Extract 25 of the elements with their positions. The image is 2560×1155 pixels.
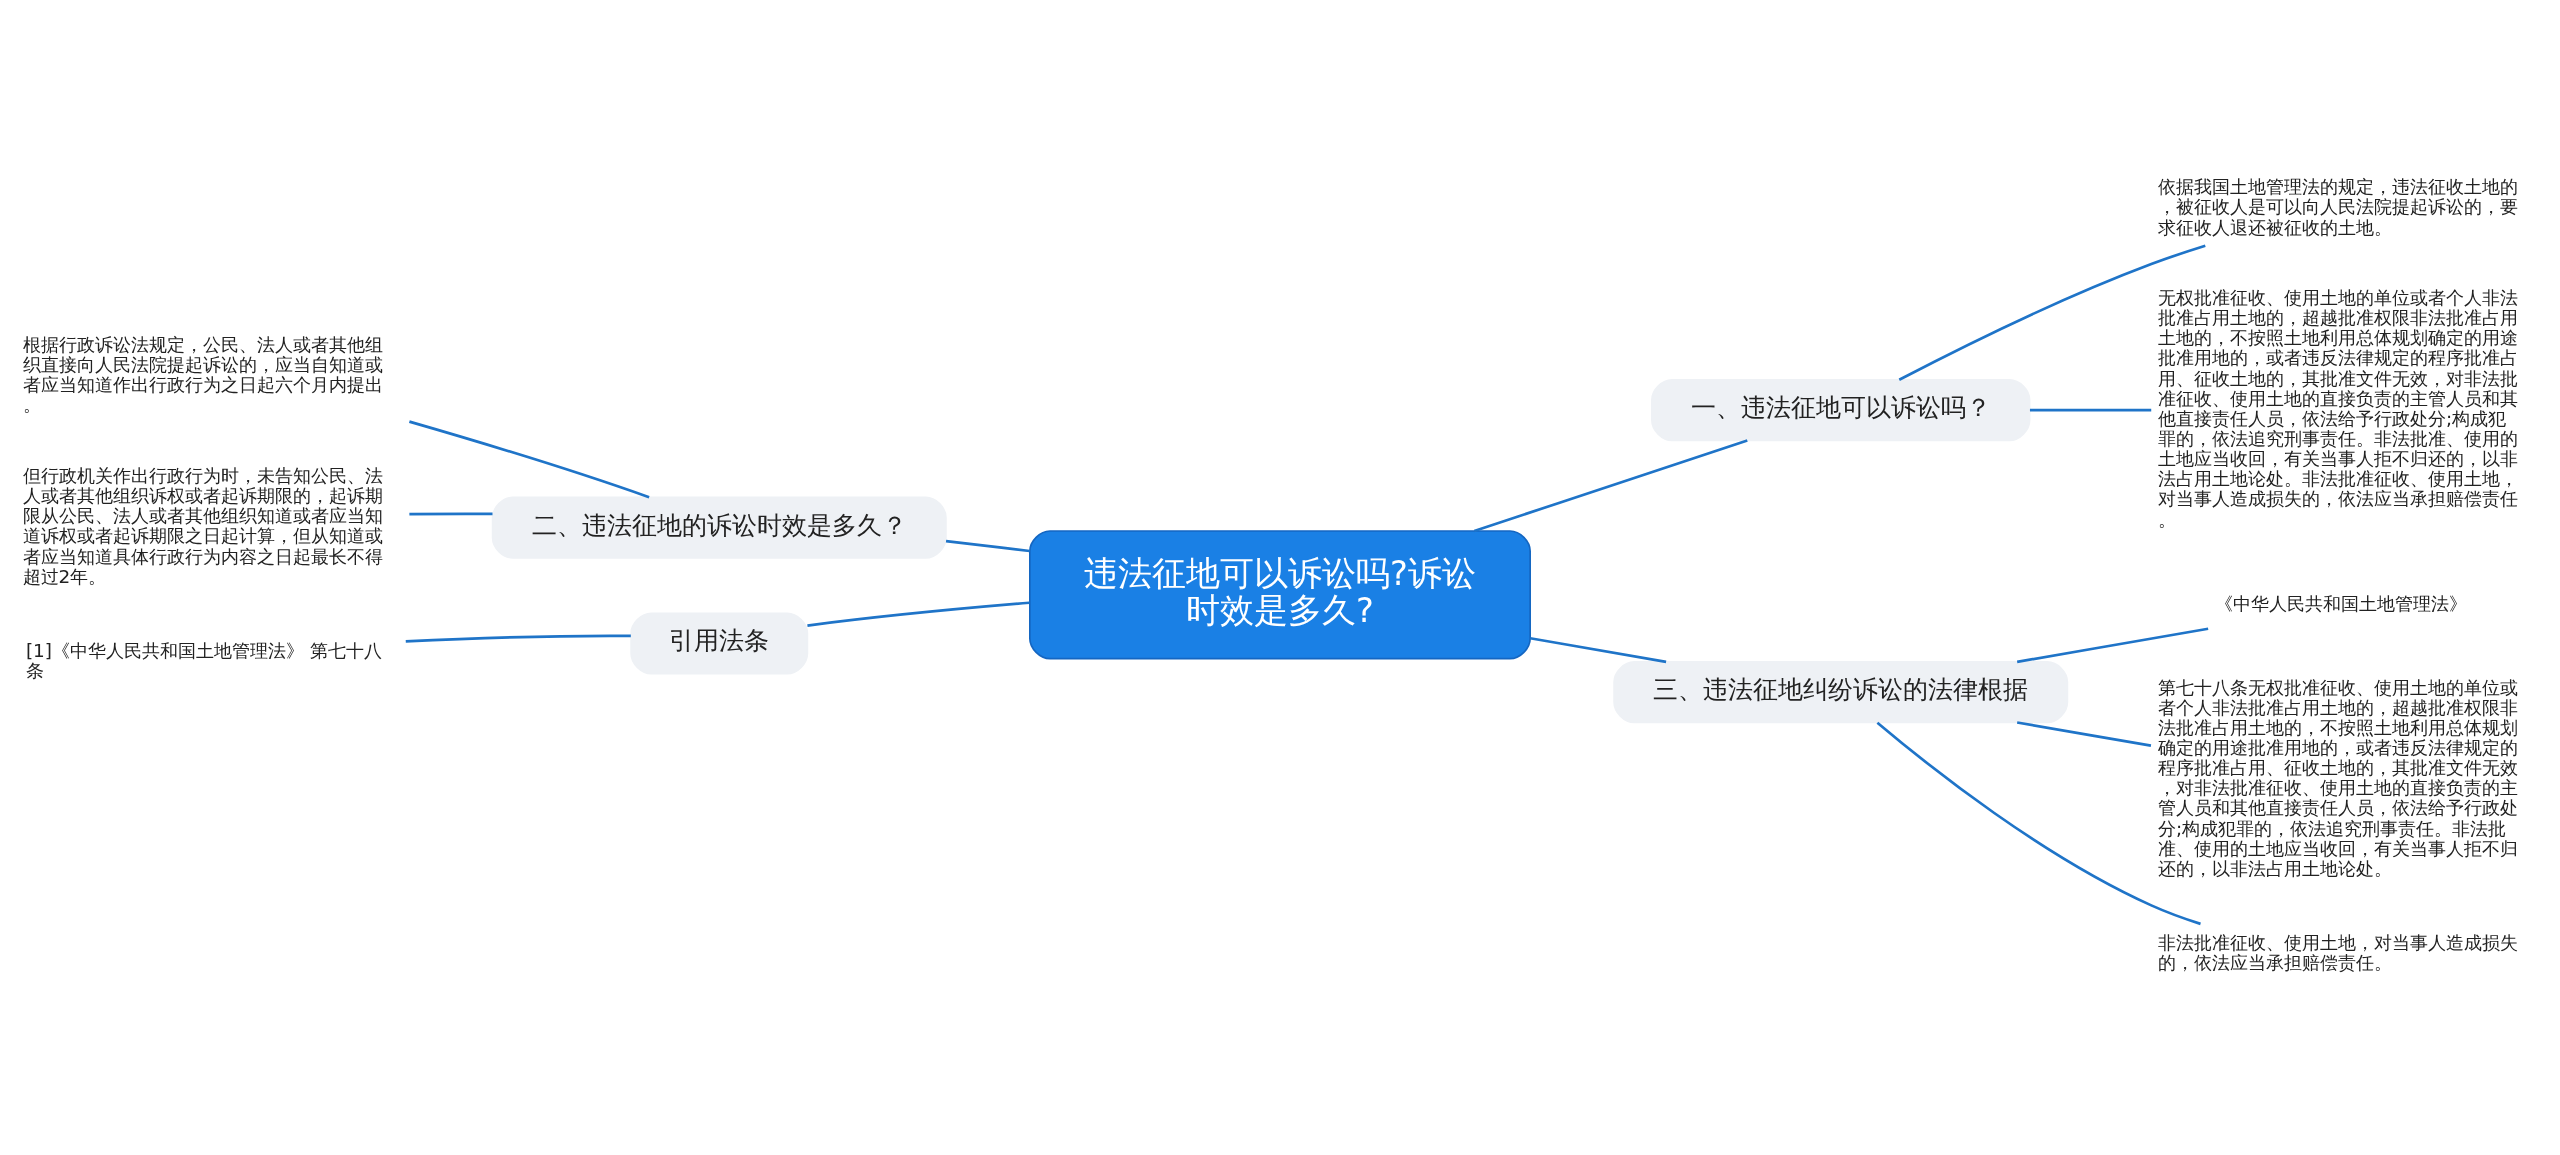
connector bbox=[405, 634, 631, 643]
node-text: 第七十八条无权批准征收、使用土地的单位或者个人非法批准占用土地的，超越批准权限非法批准占用土地的，不按照土地利用总体规划确定的用途批准用地的，或者违反法律规定的程序批准占用、征收土地的，其批准文件无效，对非法批准征收、使用土地的直接负责的主管人员和其他直接责任人员，依法给予行政处分;构成犯罪的，依法追究刑事责任。非法批准、使用的土地应当收回，有关当事人拒不归还的，以非法占用土地论处。 bbox=[2158, 676, 2519, 879]
node-text: 《中华人民共和国土地管理法》 bbox=[2215, 592, 2468, 614]
node-text: 依据我国土地管理法的规定，违法征收土地的，被征收人是可以向人民法院提起诉讼的，要求征收人退还被征收的土地。 bbox=[2158, 175, 2519, 237]
connector bbox=[409, 419, 650, 498]
connector bbox=[1876, 721, 2201, 925]
connector bbox=[1473, 438, 1748, 532]
node-box: 违法征地可以诉讼吗?诉讼时效是多久? bbox=[1029, 529, 1531, 659]
node-text: [1]《中华人民共和国土地管理法》 第七十八条 bbox=[25, 639, 382, 681]
connector bbox=[409, 511, 493, 515]
node-box: 二、违法征地的诉讼时效是多久？ bbox=[491, 496, 947, 559]
connector bbox=[2016, 720, 2152, 747]
connector bbox=[1898, 243, 2206, 381]
node-text: 非法批准征收、使用土地，对当事人造成损失的，依法应当承担赔偿责任。 bbox=[2158, 931, 2519, 973]
node-text: 根据行政诉讼法规定，公民、法人或者其他组织直接向人民法院提起诉讼的，应当自知道或者应当知道作出行政行为之日起六个月内提出。 bbox=[22, 333, 383, 415]
node-box: 引用法条 bbox=[630, 611, 809, 675]
connector bbox=[2016, 626, 2209, 663]
connector bbox=[807, 600, 1030, 627]
node-box: 一、违法征地可以诉讼吗？ bbox=[1651, 378, 2031, 441]
node-box: 三、违法征地纠纷诉讼的法律根据 bbox=[1613, 660, 2069, 723]
connector bbox=[2029, 408, 2152, 411]
connector bbox=[1530, 636, 1667, 663]
connector bbox=[945, 539, 1030, 552]
node-text: 但行政机关作出行政行为时，未告知公民、法人或者其他组织诉权或者起诉期限的，起诉期限从公民、法人或者其他组织知道或者应当知道诉权或者起诉期限之日起计算，但从知道或者应当知道具体行政行为内容之日起最长不得超过2年。 bbox=[22, 464, 383, 587]
node-text: 无权批准征收、使用土地的单位或者个人非法批准占用土地的，超越批准权限非法批准占用土地的，不按照土地利用总体规划确定的用途批准用地的，或者违反法律规定的程序批准占用、征收土地的，其批准文件无效，对非法批准征收、使用土地的直接负责的主管人员和其他直接责任人员，依法给予行政处分;构成犯罪的，依法追究刑事责任。非法批准、使用的土地应当收回，有关当事人拒不归还的，以非法占用土地论处。非法批准征收、使用土地，对当事人造成损失的，依法应当承担赔偿责任。 bbox=[2158, 286, 2519, 530]
